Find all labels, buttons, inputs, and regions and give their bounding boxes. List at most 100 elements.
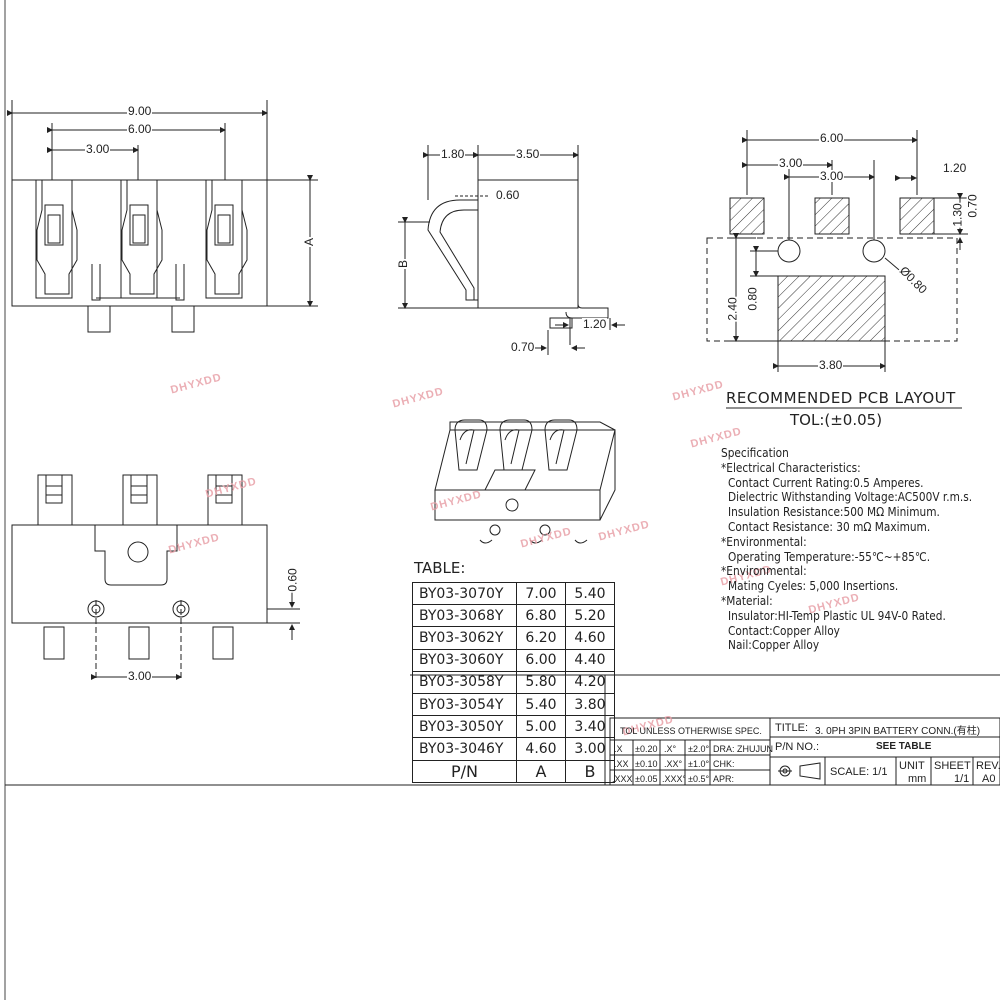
b-cell: 3.80 [565, 692, 615, 717]
a-cell: 5.40 [516, 692, 566, 717]
spec-line: *Environmental: [721, 534, 807, 549]
front-dim-overall: 9.00 [127, 104, 153, 118]
pn-value: SEE TABLE [876, 741, 932, 752]
front-dim-pitch: 3.00 [85, 142, 111, 156]
side-view-drawing [398, 145, 625, 355]
checked-by: CHK: [713, 759, 735, 769]
b-cell: 4.20 [565, 670, 615, 694]
pn-cell: BY03-3060Y [412, 648, 517, 672]
tol-cell: ±2.0° [688, 744, 710, 754]
b-cell: 3.40 [565, 715, 615, 739]
specification-block: Specification *Electrical Characteristic… [721, 446, 972, 653]
b-cell: 4.60 [565, 626, 615, 650]
approved-by: APR: [713, 774, 735, 784]
spec-line: Mating Cyeles: 5,000 Insertions. [728, 579, 899, 594]
a-cell: 6.80 [516, 604, 566, 628]
title-label: TITLE: [775, 722, 809, 734]
a-cell: 5.80 [516, 670, 566, 694]
b-cell: 3.00 [565, 737, 615, 761]
pn-cell: BY03-3054Y [412, 692, 517, 717]
pcb-layout-title: RECOMMENDED PCB LAYOUT [726, 389, 956, 407]
a-cell: 6.00 [516, 648, 566, 672]
pn-cell: BY03-3050Y [412, 715, 517, 739]
tol-cell: .X° [664, 744, 677, 754]
spec-line: *Environmental: [721, 564, 807, 579]
scale: SCALE: 1/1 [830, 766, 888, 778]
front-view-drawing [7, 100, 318, 333]
table-title: TABLE: [414, 559, 466, 577]
pcb-layout-drawing [706, 130, 968, 409]
tol-cell: .XXX° [662, 774, 687, 784]
tol-cell: ±1.0° [688, 759, 710, 769]
bottom-dim-pitch: 3.00 [127, 669, 153, 683]
pcb-dim-pad-width: 1.20 [942, 161, 968, 175]
pn-label: P/N NO.: [775, 741, 820, 753]
b-cell: 5.40 [565, 581, 615, 606]
pn-cell: BY03-3068Y [412, 604, 517, 628]
tol-cell: ±0.10 [635, 759, 658, 769]
tol-cell: .XX [614, 759, 629, 769]
spec-line: Insulation Resistance:500 MΩ Minimum. [728, 505, 940, 520]
rev-value: A0 [982, 773, 996, 785]
spec-line: Dielectric Withstanding Voltage:AC500V r… [728, 490, 973, 505]
bottom-dim-hole-offset: 0.60 [285, 567, 300, 593]
tol-header: TOL UNLESS OTHERWISE SPEC. [620, 726, 762, 736]
tol-cell: ±0.20 [635, 744, 658, 754]
spec-line: Specification [721, 446, 789, 460]
side-dim-left: 1.80 [440, 147, 466, 161]
spec-line: Contact:Copper Alloy [728, 623, 840, 638]
tol-cell: .XX° [664, 759, 683, 769]
spec-line: Contact Resistance: 30 mΩ Maximum. [728, 519, 931, 534]
unit-value: mm [908, 773, 927, 785]
table-header-a: A [516, 759, 566, 783]
spec-line: Contact Current Rating:0.5 Amperes. [728, 475, 924, 490]
a-cell: 4.60 [516, 737, 566, 761]
pn-cell: BY03-3058Y [412, 670, 517, 694]
table-header-pn: P/N [412, 759, 517, 783]
pcb-dim-row-gap: 2.40 [725, 296, 740, 322]
side-dim-tail: 0.70 [510, 340, 536, 354]
tol-cell: .XXX [612, 774, 633, 784]
a-cell: 6.20 [516, 626, 566, 650]
a-cell: 7.00 [516, 581, 566, 606]
pcb-dim-pad-height: 1.30 [950, 202, 965, 228]
tol-cell: .X [614, 744, 623, 754]
spec-line: *Electrical Characteristics: [721, 460, 861, 475]
side-dim-foot: 1.20 [582, 317, 608, 331]
spec-line: Operating Temperature:-55℃~+85℃. [728, 549, 931, 564]
drawn-by: DRA: ZHUJUN [713, 744, 773, 754]
table-header-b: B [565, 759, 615, 783]
bottom-view-drawing [11, 474, 300, 680]
pn-cell: BY03-3070Y [412, 581, 517, 606]
b-cell: 4.40 [565, 648, 615, 672]
spec-line: Insulator:HI-Temp Plastic UL 94V-0 Rated… [728, 608, 946, 623]
rev-label: REV. [976, 760, 1000, 772]
side-dim-body: 3.50 [515, 147, 541, 161]
pcb-dim-pitch-1: 3.00 [778, 156, 804, 170]
side-dim-contact: 0.60 [495, 188, 521, 202]
spec-line: *Material: [721, 593, 773, 608]
pcb-dim-outer: 6.00 [819, 131, 845, 145]
front-dim-outer-pins: 6.00 [127, 122, 153, 136]
pn-cell: BY03-3062Y [412, 626, 517, 650]
pcb-dim-large-pad: 3.80 [818, 358, 844, 372]
tol-cell: ±0.5° [688, 774, 710, 784]
front-dim-height-a: A [302, 236, 317, 248]
sheet-value: 1/1 [954, 773, 970, 785]
unit-label: UNIT [899, 760, 925, 772]
b-cell: 5.20 [565, 604, 615, 628]
sheet-label: SHEET [934, 760, 971, 772]
pn-cell: BY03-3046Y [412, 737, 517, 761]
title-value: 3. 0PH 3PIN BATTERY CONN.(有柱) [815, 726, 981, 737]
pcb-layout-tolerance: TOL:(±0.05) [790, 411, 883, 429]
pcb-dim-pitch-2: 3.00 [819, 169, 845, 183]
spec-line: Nail:Copper Alloy [728, 638, 820, 653]
